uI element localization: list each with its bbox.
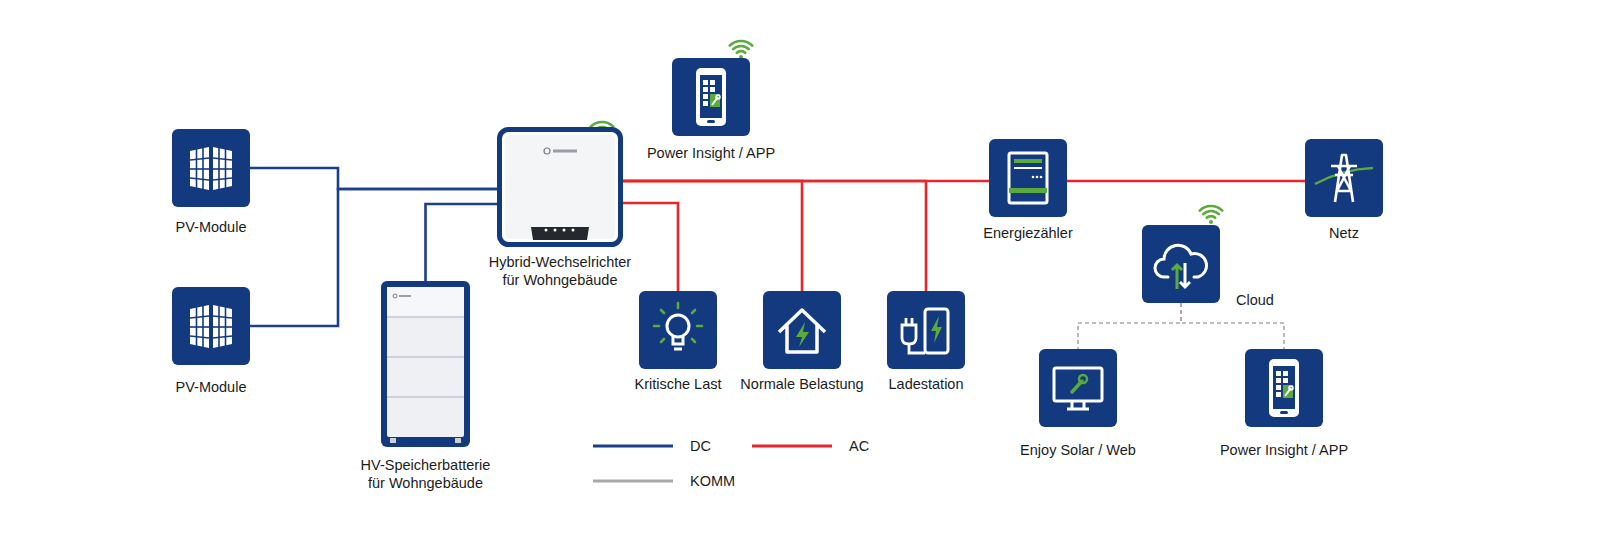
cloud-icon: [1142, 225, 1220, 303]
node-label: Energiezähler: [983, 224, 1072, 242]
app-icon: [672, 58, 750, 136]
node-label: Hybrid-Wechselrichter für Wohngebäude: [480, 253, 640, 289]
node-label: Power Insight / APP: [647, 144, 775, 162]
node-label: PV-Module: [176, 218, 247, 236]
pv-module-icon: [172, 129, 250, 207]
comm-link: [1078, 303, 1181, 349]
diagram-node: Netz: [1305, 139, 1383, 217]
diagram-node: PV-Module: [172, 129, 250, 207]
diagram-node: Enjoy Solar / Web: [1039, 349, 1117, 427]
wifi-symbol: [730, 41, 753, 59]
dc-line: [250, 168, 497, 189]
diagram-node: Cloud: [1142, 225, 1220, 303]
diagram-node: Kritische Last: [639, 291, 717, 369]
legend-entry: DC: [593, 435, 711, 457]
ac-line: [623, 203, 678, 291]
comm-link: [1181, 303, 1284, 349]
ac-line: [623, 181, 926, 291]
legend-line-sample: [593, 435, 673, 457]
diagram-node: HV-Speicherbatterie für Wohngebäude: [381, 281, 470, 447]
ac-line: [623, 181, 802, 291]
legend-line: [752, 445, 832, 448]
legend-entry: AC: [752, 435, 869, 457]
ac-line: [1067, 180, 1305, 183]
diagram-node: Power Insight / APP: [672, 58, 750, 136]
diagram-node: Energiezähler: [989, 139, 1067, 217]
legend-label: KOMM: [690, 473, 735, 489]
dc-line: [250, 189, 497, 326]
diagram-node: PV-Module: [172, 287, 250, 365]
diagram-node: Hybrid-Wechselrichter für Wohngebäude: [497, 127, 623, 247]
legend-entry: KOMM: [593, 470, 735, 492]
critical-load-icon: [639, 291, 717, 369]
legend-label: AC: [849, 438, 869, 454]
diagram-node: Ladestation: [887, 291, 965, 369]
node-label: Cloud: [1236, 291, 1274, 309]
charger-icon: [887, 291, 965, 369]
node-label: Enjoy Solar / Web: [1020, 441, 1136, 459]
legend-label: DC: [690, 438, 711, 454]
diagram-node: Normale Belastung: [763, 291, 841, 369]
node-label: Netz: [1329, 224, 1359, 242]
node-label: Power Insight / APP: [1220, 441, 1348, 459]
app-icon: [1245, 349, 1323, 427]
house-load-icon: [763, 291, 841, 369]
node-label: Normale Belastung: [740, 375, 863, 393]
node-label: Kritische Last: [634, 375, 721, 393]
legend-line-sample: [593, 470, 673, 492]
web-monitor-icon: [1039, 349, 1117, 427]
wifi-symbol: [1200, 206, 1223, 224]
battery-device: [381, 281, 470, 447]
diagram-node: Power Insight / APP: [1245, 349, 1323, 427]
meter-icon: [989, 139, 1067, 217]
ac-line: [623, 180, 989, 183]
node-label: PV-Module: [176, 378, 247, 396]
inverter-device: [497, 127, 623, 247]
node-label: Ladestation: [889, 375, 964, 393]
node-label: HV-Speicherbatterie für Wohngebäude: [351, 456, 501, 492]
dc-line: [426, 204, 498, 281]
legend-line: [593, 445, 673, 448]
pv-module-icon: [172, 287, 250, 365]
legend-line: [593, 480, 673, 483]
legend-line-sample: [752, 435, 832, 457]
grid-icon: [1305, 139, 1383, 217]
